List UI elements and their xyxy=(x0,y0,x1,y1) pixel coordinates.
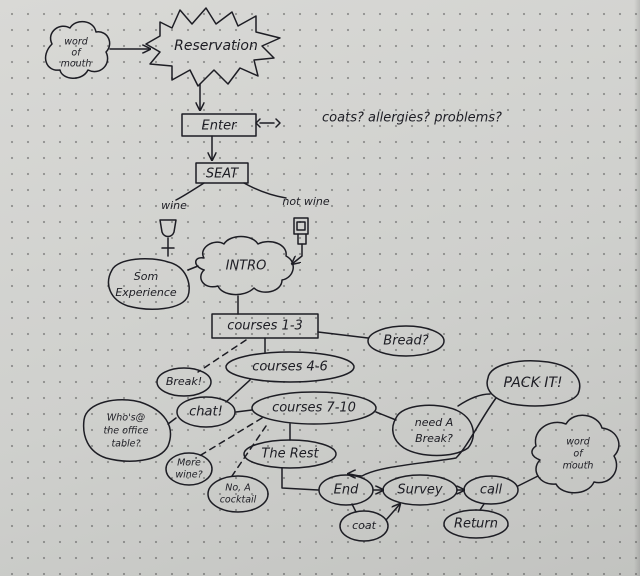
label-enter: Enter xyxy=(202,119,239,134)
label-chat: chat! xyxy=(189,405,223,420)
label-wine: wine xyxy=(161,199,187,212)
page-edge-shadow xyxy=(634,0,640,576)
node-whos-office-table: Who's@ the office table? xyxy=(82,399,172,462)
label-courses-7-10: courses 7-10 xyxy=(272,401,356,416)
label-intro: INTRO xyxy=(226,259,267,274)
node-courses-1-3: courses 1-3 xyxy=(211,313,319,339)
label-word-bottom-1: word xyxy=(566,437,590,448)
node-enter: Enter xyxy=(181,113,257,137)
label-coat: coat xyxy=(352,519,377,532)
label-word-bottom-3: mouth xyxy=(563,461,594,472)
node-courses-7-10: courses 7-10 xyxy=(251,391,377,425)
label-whos-2: the office xyxy=(104,426,149,437)
label-seat: SEAT xyxy=(206,167,239,182)
label-not-wine: not wine xyxy=(282,195,330,208)
label-word-top-2: of xyxy=(71,48,82,59)
label-survey: Survey xyxy=(397,483,443,498)
node-return: Return xyxy=(443,509,509,539)
label-the-rest: The Rest xyxy=(261,447,319,462)
label-need-a: need A xyxy=(415,416,454,429)
label-call: call xyxy=(480,483,503,498)
label-whos-3: table? xyxy=(111,439,140,450)
node-som-experience: Som Experience xyxy=(107,257,190,310)
bottle-glass-icon xyxy=(293,217,309,245)
node-need-a-break: need A Break? xyxy=(391,404,475,457)
label-bread: Bread? xyxy=(383,334,428,349)
label-experience: Experience xyxy=(115,286,177,299)
label-pack-it: PACK IT! xyxy=(503,375,562,391)
label-enter-note: coats? allergies? problems? xyxy=(322,111,502,126)
node-bread: Bread? xyxy=(367,325,445,357)
node-call: call xyxy=(463,475,519,505)
node-the-rest: The Rest xyxy=(243,439,337,469)
label-return: Return xyxy=(454,517,498,532)
node-reservation: Reservation xyxy=(145,7,281,87)
node-coat: coat xyxy=(339,510,389,542)
node-intro: INTRO xyxy=(195,235,294,296)
label-som: Som xyxy=(134,270,158,283)
node-end: End xyxy=(318,474,374,506)
label-courses-4-6: courses 4-6 xyxy=(252,360,328,375)
node-word-of-mouth-bottom: word of mouth xyxy=(531,414,620,494)
label-reservation: Reservation xyxy=(174,38,258,54)
connectors xyxy=(109,49,539,521)
node-seat: SEAT xyxy=(195,162,249,184)
label-break: Break! xyxy=(166,375,202,388)
label-courses-1-3: courses 1-3 xyxy=(227,319,303,334)
label-word-top-3: mouth xyxy=(61,59,92,70)
node-no-cocktail: No, A cocktail xyxy=(207,475,269,513)
label-wine-q: wine? xyxy=(175,470,202,481)
node-survey: Survey xyxy=(382,474,458,506)
label-whos-1: Who's@ xyxy=(107,413,146,424)
node-chat: chat! xyxy=(176,396,236,428)
label-no-a: No, A xyxy=(225,483,250,494)
label-cocktail: cocktail xyxy=(220,495,257,506)
node-word-of-mouth-top: word of mouth xyxy=(44,20,111,79)
label-word-top-1: word xyxy=(64,37,88,48)
label-break-q: Break? xyxy=(415,432,453,445)
node-break: Break! xyxy=(156,367,212,397)
node-more-wine: More wine? xyxy=(165,452,213,486)
wine-glass-icon xyxy=(159,219,177,249)
node-courses-4-6: courses 4-6 xyxy=(225,351,355,383)
label-word-bottom-2: of xyxy=(573,449,584,460)
label-end: End xyxy=(334,483,359,498)
label-more: More xyxy=(177,458,201,469)
node-pack-it: PACK IT! xyxy=(486,360,581,407)
